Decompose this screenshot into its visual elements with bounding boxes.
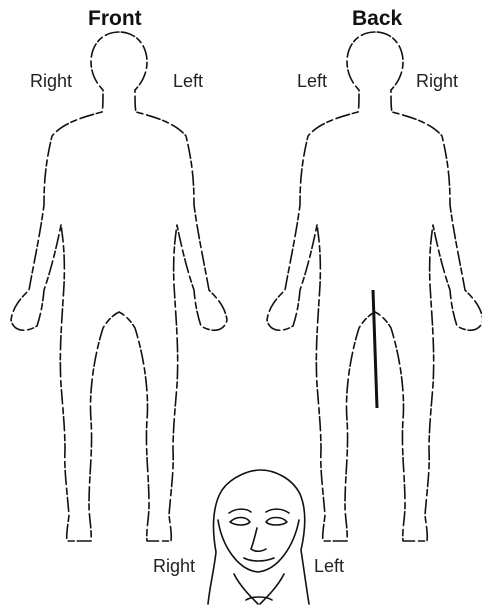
back-body-outline: [267, 32, 482, 541]
back-spine-line: [373, 290, 377, 408]
head-face-drawing: [208, 470, 309, 604]
front-body-outline: [11, 32, 227, 541]
